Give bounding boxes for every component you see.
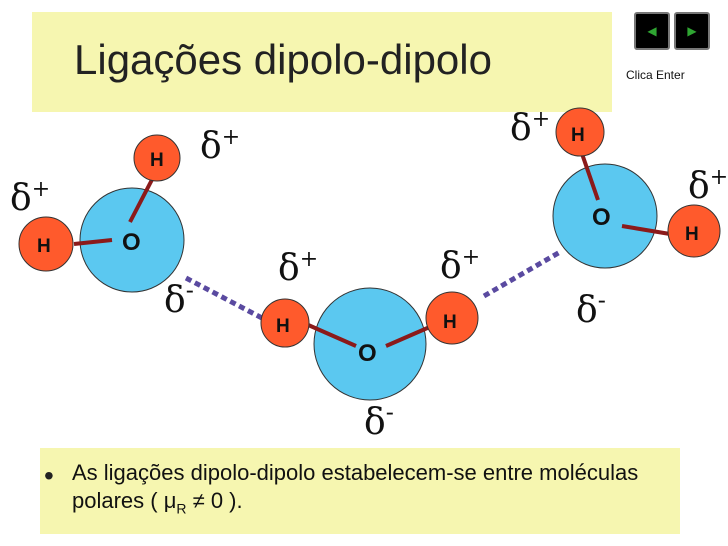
previous-button[interactable]: ◀ (634, 12, 670, 50)
bond-right-upper (578, 147, 600, 201)
hydrogen-atom-right-side (667, 204, 721, 258)
hydrogen-label-center-right: H (443, 312, 457, 333)
mu-symbol: μ (163, 488, 177, 513)
hydrogen-atom-right-top (555, 107, 605, 157)
bond-right-side (621, 224, 671, 236)
delta-plus-2: δ+ (10, 177, 50, 219)
hydrogen-label-right-side: H (685, 224, 699, 245)
clica-enter-hint: Clica Enter (626, 68, 685, 82)
bond-center-right (385, 324, 433, 348)
title-band (32, 12, 612, 112)
delta-plus-5: δ+ (510, 107, 550, 149)
bond-left-lower (73, 238, 113, 246)
hydrogen-label-left-side: H (37, 236, 51, 257)
hydrogen-atom-left-top (133, 134, 181, 182)
delta-plus-6: δ+ (688, 165, 728, 207)
oxygen-atom-center (313, 287, 427, 401)
next-button[interactable]: ▶ (674, 12, 710, 50)
oxygen-label-center: O (358, 340, 377, 367)
oxygen-atom-right (552, 163, 658, 269)
hydrogen-label-center-left: H (276, 316, 290, 337)
hydrogen-label-right-top: H (571, 125, 585, 146)
bond-center-left (305, 322, 357, 348)
bullet-icon: • (44, 460, 54, 491)
hydrogen-atom-left-side (18, 216, 74, 272)
dipole-link-left (184, 275, 264, 321)
oxygen-label-right: O (592, 204, 611, 231)
mu-subscript: R (176, 500, 187, 517)
triangle-left-icon: ◀ (647, 24, 657, 38)
triangle-right-icon: ▶ (687, 24, 697, 38)
caption-text: As ligações dipolo-dipolo estabelecem-se… (72, 460, 639, 517)
delta-plus-1: δ+ (200, 125, 240, 167)
hydrogen-label-left-top: H (150, 150, 164, 171)
dipole-link-right (482, 249, 562, 299)
delta-minus-3: δ- (364, 398, 394, 443)
delta-minus-1: δ- (164, 276, 194, 321)
caption-band (40, 448, 680, 534)
delta-minus-2: δ- (576, 286, 606, 331)
hydrogen-atom-center-left (260, 298, 310, 348)
delta-plus-3: δ+ (278, 247, 318, 289)
hydrogen-atom-center-right (425, 291, 479, 345)
slide-title: Ligações dipolo-dipolo (74, 36, 492, 83)
delta-plus-4: δ+ (440, 245, 480, 287)
oxygen-atom-left (79, 187, 185, 293)
oxygen-label-left: O (122, 229, 141, 256)
